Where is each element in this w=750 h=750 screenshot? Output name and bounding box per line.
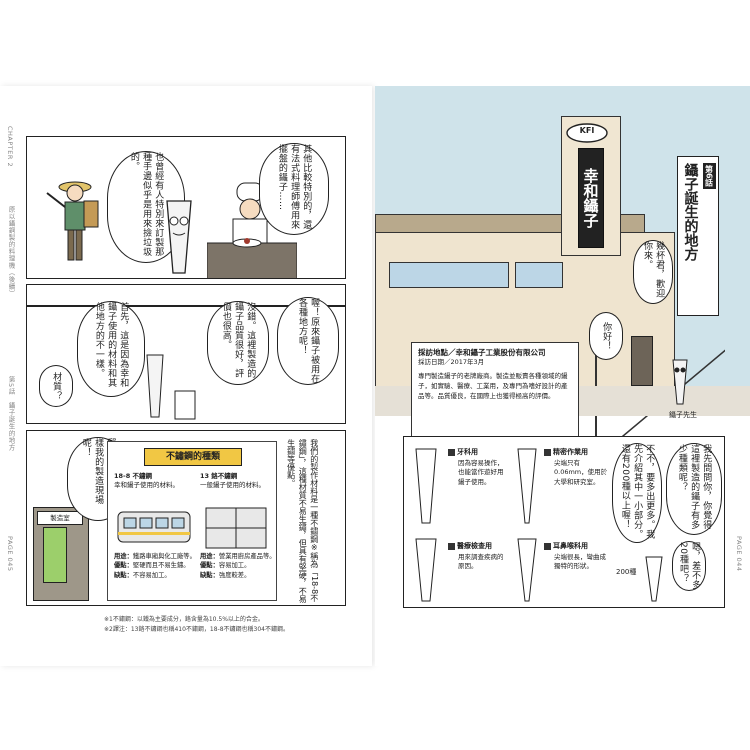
lower-panel: 牙科用 因為容易操作，也能當作遊好用鑷子使用。 精密作業用 尖端只有0.06mm… (403, 436, 725, 608)
speech-bubble: 嗯，差不多20種吧？ (672, 541, 706, 591)
comic-panel-3: 製造室 郵局推下來，就這樣我的製造現場呢！ 不鏽鋼的種類 18-8 不鏽鋼 幸和… (26, 430, 346, 606)
speech-bubble: 其他比較特別的，還有法式料理師傅用來擺盤的鑷子…… (259, 143, 329, 235)
chapter-margin: CHAPTER 2 (6, 126, 14, 168)
tool-name: 醫療檢查用 (448, 541, 492, 551)
train-illustration (117, 511, 191, 543)
speech-bubble: 幾杯君，歡迎你來。 (633, 240, 673, 304)
tweezers-character (146, 354, 196, 420)
speech-bubble: 材質？ (39, 365, 73, 407)
speech-bubble: 喔！原來鑷子被用在各種地方呢！ (277, 297, 339, 385)
stainless-title: 不鏽鋼的種類 (144, 448, 242, 466)
episode-margin: 第5話 鑷子誕生的地方 (7, 376, 15, 451)
tool-description: 尖端只有0.06mm，使用於大學和研究室。 (554, 459, 608, 486)
right-page: KFI 幸和鑷子 第6話 鑷子誕生的地方 幾杯君，歡迎你來。 你好！ 採訪地點／… (375, 86, 750, 666)
episode-title: 鑷子誕生的地方 (682, 163, 699, 261)
tweezers-character (415, 538, 437, 602)
type-a-column: 18-8 不鏽鋼 幸和鑷子使用的材料。 (114, 472, 179, 490)
tool-description: 用來調查疾病的原因。 (458, 553, 504, 571)
kitchen-cabinet-illustration (205, 507, 267, 549)
series-margin: 原以鑷鋼製的料理機（後續） (7, 206, 15, 297)
hiker-illustration (46, 181, 99, 261)
page-number-right: PAGE 044 (735, 536, 743, 572)
comic-panel-2: 材質？ 首先，這是因為幸和鑷子使用的材料和其他地方的不一樣。 沒錯。這裡製造的鑷… (26, 284, 346, 424)
left-page: CHAPTER 2 原以鑷鋼製的料理機（後續） 第5話 鑷子誕生的地方 PAGE… (0, 86, 372, 666)
tweezers-character (166, 200, 192, 274)
tool-description: 尖端很長，彎曲成獨特的形狀。 (554, 553, 606, 571)
tweezers-character (415, 448, 437, 524)
building-window (389, 262, 509, 288)
mr-tweezers-label: 鑷子先生 (669, 411, 697, 419)
page-number-left: PAGE 045 (6, 536, 14, 572)
interview-caption: 採訪地點／幸和鑷子工業股份有限公司 採訪日期／2017年3月 專門製造鑷子的老牌… (411, 342, 579, 442)
interview-date: 採訪日期／2017年3月 (418, 358, 485, 367)
episode-number: 第6話 (702, 163, 716, 189)
footnote-2: ※2譯注：13鉻不鏽鋼也稱410不鏽鋼，18-8不鏽鋼也稱304不鏽鋼。 (104, 626, 290, 633)
tweezers-character (517, 448, 537, 524)
stainless-types-box: 不鏽鋼的種類 18-8 不鏽鋼 幸和鑷子使用的材料。 用途：鐵路車廂與化工廠等。… (107, 441, 277, 601)
kfi-logo (566, 123, 608, 143)
interview-place: 採訪地點／幸和鑷子工業股份有限公司 (418, 348, 546, 357)
type-b-specs: 用途：營業用廚房產品等。 優點：容易加工。 缺點：強度較差。 (200, 553, 276, 579)
green-machine (43, 527, 67, 583)
speech-bubble: 我先問問你，你覺得這裡製造的鑷子有多少種類呢？ (666, 443, 722, 535)
type-b-column: 13 鉻不鏽鋼 一般鑷子使用的材料。 (200, 472, 265, 490)
tool-name: 精密作業用 (544, 447, 588, 457)
company-description: 專門製造鑷子的老牌廠商。製造並販賣各種領域的鑷子，如實驗、醫療、工業用，及專門為… (418, 372, 568, 400)
kfi-logo-text: KFI (579, 126, 595, 135)
tweezers-character (517, 538, 537, 602)
building-door (631, 336, 653, 386)
mr-tweezers-character (672, 359, 688, 405)
speech-bubble: 你好！ (589, 312, 623, 360)
company-sign: 幸和鑷子 (578, 148, 604, 248)
narration-text: 我們的製作材料是一種不鏽鋼※稱為「18-8不鏽鋼」，這種材質不易生鏽，但具有堅硬… (286, 439, 319, 603)
comic-panel-1: 也曾經有人特別來訂製那種手邊似乎是用來撿垃圾的。 其他比較特別的，還有法式料理師… (26, 136, 346, 279)
count-label: 200種 (616, 568, 637, 576)
tool-name: 耳鼻喉科用 (544, 541, 588, 551)
type-a-specs: 用途：鐵路車廂與化工廠等。 優點：堅硬而且不易生鏽。 缺點：不容易加工。 (114, 553, 196, 579)
speech-bubble: 不不，要多出更多。我先介紹其中一小部分。還有200種以上喔！ (612, 443, 662, 543)
tool-name: 牙科用 (448, 447, 478, 457)
factory-sign: 製造室 (37, 511, 83, 525)
footnote-1: ※1不鏽鋼：以鐵為主要成分，鉻含量為10.5%以上的合金。 (104, 616, 264, 623)
speech-bubble: 沒錯。這裡製造的鑷子品質很好，評價也很高。 (207, 301, 269, 385)
episode-title-box: 第6話 鑷子誕生的地方 (677, 156, 719, 316)
tool-description: 因為容易操作，也能當作遊好用鑷子使用。 (458, 459, 504, 486)
chef-illustration (207, 182, 297, 278)
speech-bubble: 首先，這是因為幸和鑷子使用的材料和其他地方的不一樣。 (77, 301, 145, 397)
building-window (515, 262, 563, 288)
mr-tweezers-character (645, 556, 663, 602)
